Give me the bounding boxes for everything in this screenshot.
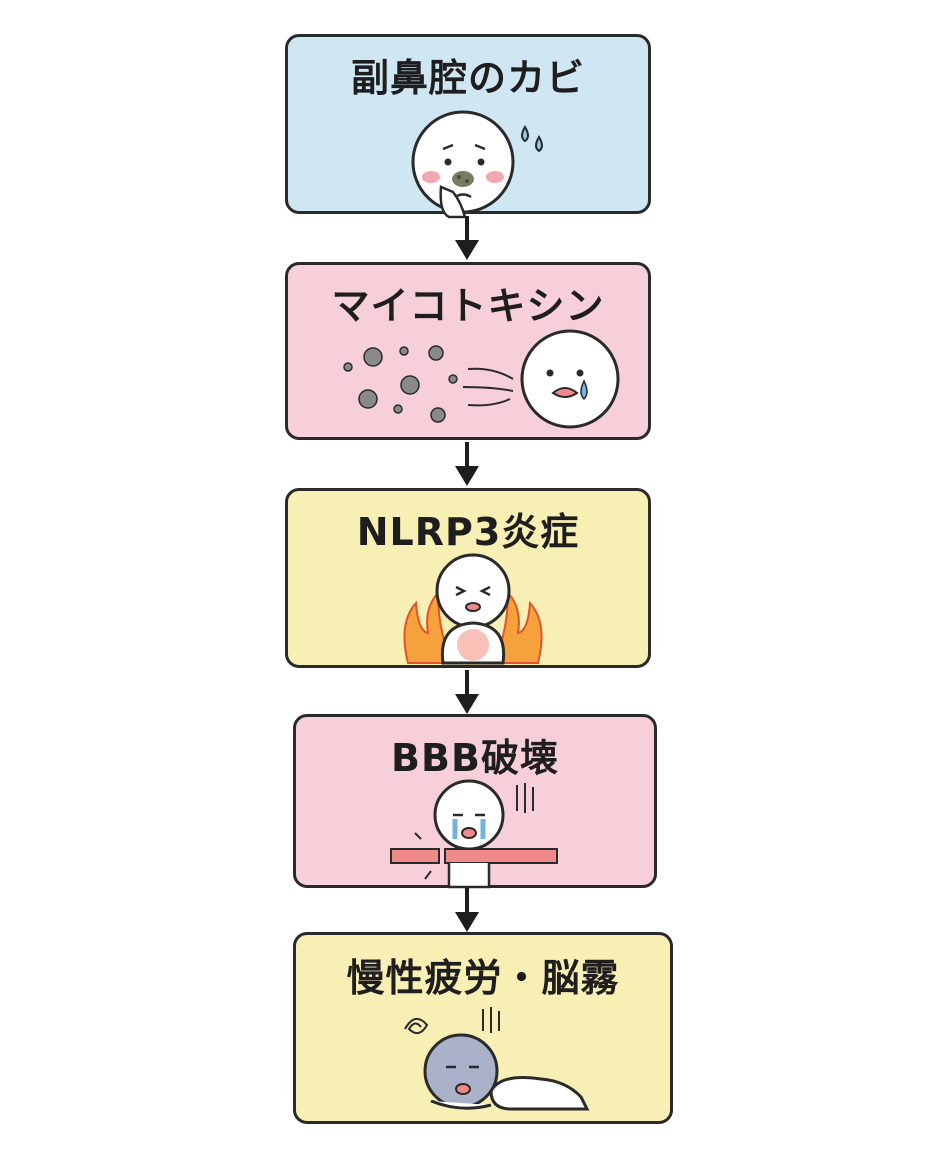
inflammation-fire-character-icon [403, 553, 543, 665]
step-box-mycotoxin: マイコトキシン [285, 262, 651, 440]
exhausted-lying-character-icon [404, 1007, 590, 1111]
broken-barrier-character-icon [390, 779, 558, 889]
step-title: マイコトキシン [331, 284, 605, 328]
step-box-nlrp3-inflammation: NLRP3炎症 [285, 488, 651, 668]
step-box-bbb-breakdown: BBB破壊 [293, 714, 657, 889]
step-box-sinus-mold: 副鼻腔のカビ [285, 34, 651, 219]
sinus-mold-character-icon [411, 110, 543, 219]
step-box-chronic-fatigue-brain-fog: 慢性疲労・脳霧 [293, 932, 673, 1124]
step-title: NLRP3炎症 [356, 510, 580, 554]
step-title: 慢性疲労・脳霧 [346, 956, 620, 1000]
step-title: BBB破壊 [391, 736, 559, 780]
step-title: 副鼻腔のカビ [350, 56, 585, 100]
mycotoxin-spores-character-icon [343, 329, 620, 429]
